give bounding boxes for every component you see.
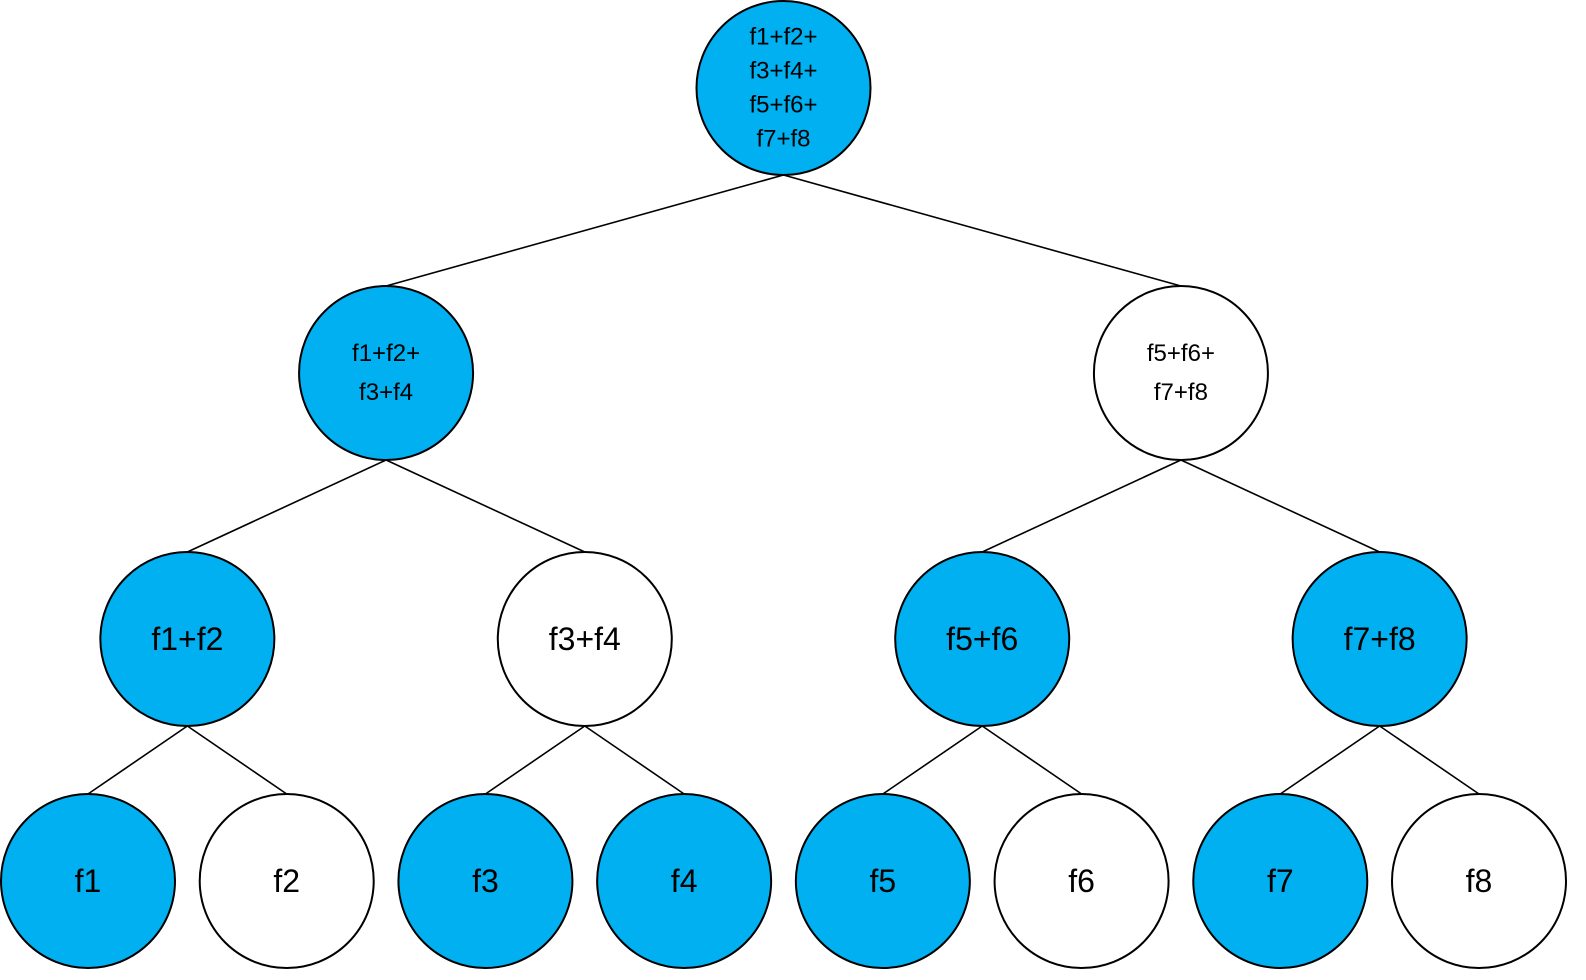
tree-edges [87, 174, 1480, 795]
node-circle-n1 [695, 0, 872, 176]
node-label-n1-line-2: f3+f4+ [749, 58, 817, 85]
node-label-n1-line-4: f7+f8 [756, 126, 810, 153]
edge-n1-n2 [385, 174, 784, 287]
node-circle-n2 [298, 285, 475, 461]
node-label-n8-line-1: f1 [75, 863, 102, 899]
node-label-n6-line-1: f5+f6 [946, 621, 1018, 657]
node-circle-n11 [596, 793, 773, 969]
node-circle-n13 [993, 793, 1170, 969]
node-label-n1-line-1: f1+f2+ [749, 24, 817, 51]
node-label-n5-line-1: f3+f4 [549, 621, 621, 657]
node-label-n13-line-1: f6 [1068, 863, 1095, 899]
edge-n6-n13 [981, 725, 1083, 795]
node-label-n2-line-1: f1+f2+ [352, 340, 420, 367]
node-circle-n10 [397, 793, 574, 969]
edge-n4-n8 [87, 725, 188, 795]
tree-node-n4: f1+f2 [99, 551, 276, 727]
tree-node-n11: f4 [596, 793, 773, 969]
tree-node-n12: f5 [794, 793, 971, 969]
edge-n3-n6 [981, 459, 1182, 553]
edge-n7-n14 [1279, 725, 1381, 795]
node-circle-n3 [1092, 285, 1269, 461]
edge-n4-n9 [186, 725, 288, 795]
node-label-n14-line-1: f7 [1267, 863, 1294, 899]
node-circle-n4 [99, 551, 276, 727]
node-circle-n5 [496, 551, 673, 727]
node-label-n7-line-1: f7+f8 [1344, 621, 1416, 657]
tree-node-n3: f5+f6+ f7+f8 [1092, 285, 1269, 461]
tree-node-n1: f1+f2+ f3+f4+ f5+f6+ f7+f8 [695, 0, 872, 176]
tree-node-n6: f5+f6 [894, 551, 1071, 727]
node-circle-n15 [1391, 793, 1567, 969]
edge-n3-n7 [1180, 459, 1380, 553]
node-label-n3-line-2: f7+f8 [1154, 379, 1208, 406]
tree-node-n14: f7 [1192, 793, 1369, 969]
edge-n6-n12 [882, 725, 983, 795]
node-circle-n6 [894, 551, 1071, 727]
node-label-n3-line-1: f5+f6+ [1147, 340, 1215, 367]
tree-node-n8: f1 [0, 793, 176, 969]
tree-node-n13: f6 [993, 793, 1170, 969]
edge-n7-n15 [1379, 725, 1480, 795]
node-circle-n7 [1291, 551, 1468, 727]
tree-node-n7: f7+f8 [1291, 551, 1468, 727]
node-circle-n9 [198, 793, 375, 969]
node-circle-n14 [1192, 793, 1369, 969]
node-label-n9-line-1: f2 [273, 863, 300, 899]
tree-node-n15: f8 [1391, 793, 1567, 969]
node-label-n10-line-1: f3 [472, 863, 499, 899]
edge-n5-n10 [484, 725, 586, 795]
edge-n1-n3 [783, 174, 1182, 287]
node-circle-n12 [794, 793, 971, 969]
node-label-n4-line-1: f1+f2 [151, 621, 223, 657]
tree-node-n5: f3+f4 [496, 551, 673, 727]
node-label-n1-line-3: f5+f6+ [749, 92, 817, 119]
tree-node-n9: f2 [198, 793, 375, 969]
node-label-n15-line-1: f8 [1466, 863, 1493, 899]
edge-n2-n5 [385, 459, 586, 553]
node-circle-n8 [0, 793, 176, 969]
tree-node-n10: f3 [397, 793, 574, 969]
tree-nodes: f1 f2 f1+f2 f3 f4 f3+f4 f1+f2+ f3+f4 f5 f6 f5+f6 f7… [0, 0, 1567, 969]
tree-node-n2: f1+f2+ f3+f4 [298, 285, 475, 461]
edge-n5-n11 [584, 725, 685, 795]
node-label-n12-line-1: f5 [870, 863, 897, 899]
edge-n2-n4 [187, 459, 387, 553]
node-label-n2-line-2: f3+f4 [359, 379, 413, 406]
node-label-n11-line-1: f4 [671, 863, 698, 899]
